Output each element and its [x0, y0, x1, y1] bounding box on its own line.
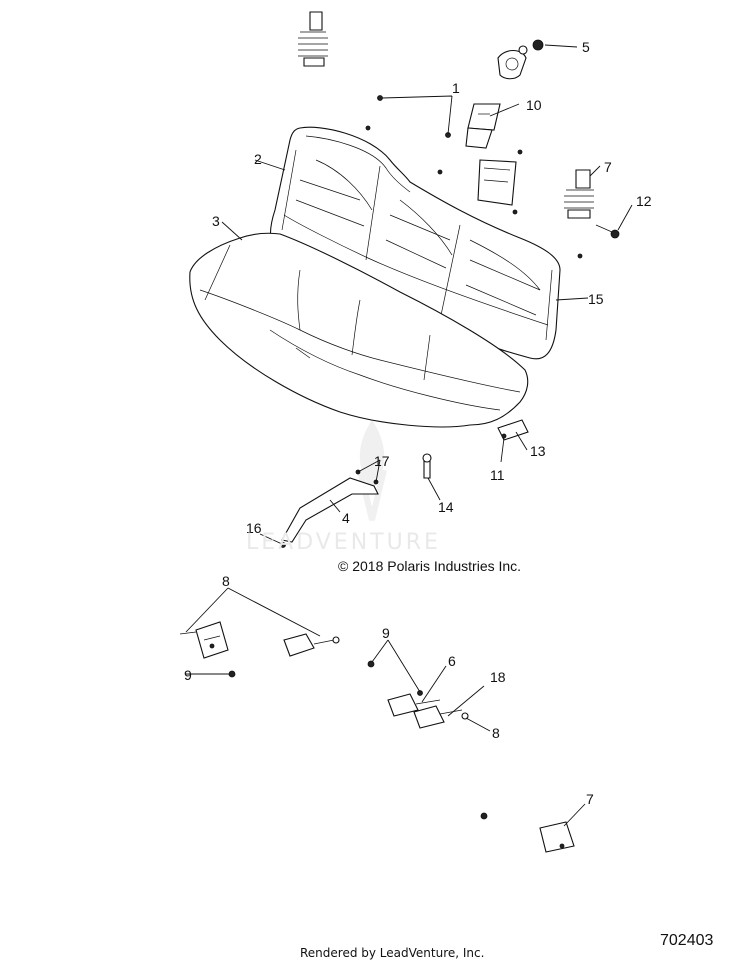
belt-buckle-7[interactable] — [539, 821, 575, 853]
callout-6: 6 — [448, 653, 456, 669]
callout-9a: 9 — [382, 625, 390, 641]
callout-9b: 9 — [184, 667, 192, 683]
belt-buckle-center[interactable] — [283, 633, 340, 657]
belt-anchor-bracket[interactable] — [497, 39, 544, 80]
callout-12: 12 — [636, 193, 652, 209]
callout-2: 2 — [254, 151, 262, 167]
callout-18: 18 — [490, 669, 506, 685]
callout-5: 5 — [582, 39, 590, 55]
callout-labels: 1 2 3 4 5 6 7 7 8 8 9 9 10 11 12 13 14 1… — [184, 39, 652, 807]
seatbelt-latch[interactable] — [465, 103, 501, 149]
screw-12[interactable] — [595, 224, 620, 239]
document-number: 702403 — [660, 932, 714, 949]
callout-1: 1 — [452, 80, 460, 96]
watermark-text: LEADVENTURE — [246, 530, 441, 555]
callout-17: 17 — [374, 453, 390, 469]
callout-16: 16 — [246, 520, 262, 536]
nut-9c[interactable] — [417, 690, 423, 696]
callout-4: 4 — [342, 510, 350, 526]
callout-8b: 8 — [492, 725, 500, 741]
callout-15: 15 — [588, 291, 604, 307]
nut-9a[interactable] — [367, 660, 375, 668]
belt-retractor-6[interactable] — [387, 693, 441, 717]
upper-seat-spring[interactable] — [298, 11, 328, 67]
callout-7b: 7 — [586, 791, 594, 807]
callout-leaders — [185, 44, 633, 827]
copyright-text: © 2018 Polaris Industries Inc. — [338, 558, 522, 574]
callout-10: 10 — [526, 97, 542, 113]
callout-14: 14 — [438, 499, 454, 515]
callout-13: 13 — [530, 443, 546, 459]
bracket-13[interactable] — [497, 419, 529, 441]
seat-bottom-cushion[interactable] — [189, 232, 529, 428]
footer-credit: Rendered by LeadVenture, Inc. — [300, 946, 485, 960]
nut-lower[interactable] — [480, 812, 488, 820]
pin-14[interactable] — [422, 453, 432, 479]
bolts-1[interactable] — [365, 95, 583, 259]
callout-11: 11 — [490, 467, 505, 483]
watermark-logo — [357, 420, 387, 521]
seat-buckle-housing[interactable] — [477, 159, 517, 206]
right-seat-spring[interactable] — [564, 169, 594, 219]
callout-8a: 8 — [222, 573, 230, 589]
callout-7a: 7 — [604, 159, 612, 175]
callout-3: 3 — [212, 213, 220, 229]
belt-buckle-left[interactable] — [179, 621, 229, 659]
belt-retractor-18[interactable] — [413, 705, 469, 729]
seat-backrest[interactable] — [269, 126, 561, 360]
